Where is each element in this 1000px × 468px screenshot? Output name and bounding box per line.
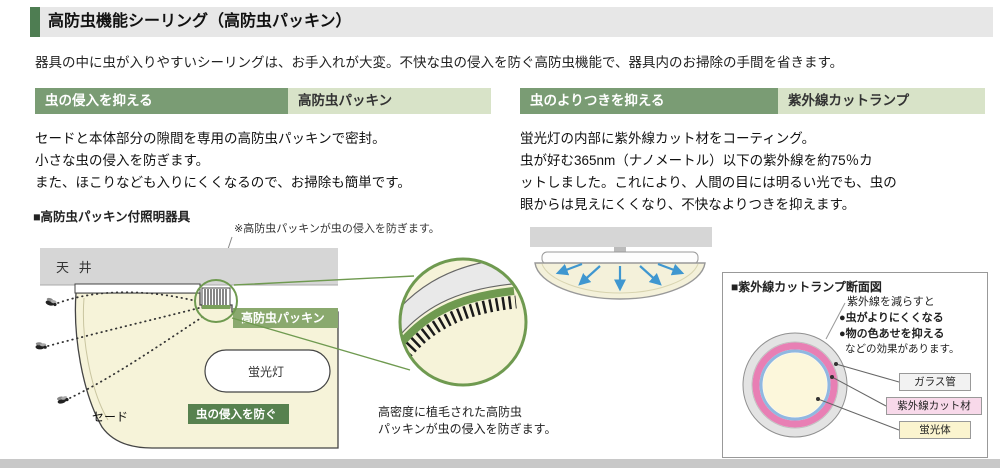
packing-highlight-circle [194, 279, 238, 323]
dome-inner-rim [541, 263, 699, 294]
zoom-tangent-lines [231, 275, 415, 371]
effect-footer: などの効果があります。 [845, 343, 960, 355]
light-arrow [657, 262, 685, 276]
title-accent-square [30, 7, 40, 37]
body-line: 蛍光灯の内部に紫外線カット材をコーティング。 [520, 131, 816, 146]
body-line: セードと本体部分の隙間を専用の高防虫パッキンで密封。 [35, 131, 386, 146]
packing-comb-teeth [204, 289, 227, 307]
packing-base-strip [202, 305, 230, 309]
light-arrow [578, 265, 601, 286]
cross-section-box: ■紫外線カットランプ断面図 紫外線を減らすと ●虫がよりにくくなる ●物の色あせ… [722, 272, 988, 458]
leader-dot [830, 375, 834, 379]
leader-line [835, 363, 900, 383]
effect-item: ●物の色あせを抑える [839, 328, 945, 340]
prevent-label: 虫の侵入を防ぐ [196, 407, 277, 421]
left-section-subtag: 高防虫パッキン [288, 88, 491, 114]
part-label-uv: 紫外線カット材 [886, 397, 982, 415]
zoom-caption-line: 高密度に植毛された高防虫 [378, 405, 523, 419]
leader-line [817, 398, 900, 431]
shade-inner-line [82, 297, 109, 421]
right-section-subtag: 紫外線カットランプ [778, 88, 985, 114]
zoom-circle [398, 257, 528, 387]
leader-dot [816, 397, 820, 401]
fly-icon [35, 342, 47, 350]
uv-ring [752, 342, 838, 428]
tube-diagram [742, 302, 900, 438]
leader-line [831, 376, 887, 407]
packing-note: ※高防虫パッキンが虫の侵入を防ぎます。 [234, 223, 440, 235]
fly-icon [45, 297, 58, 308]
body-line: ットしました。これにより、人間の目には明るい光でも、虫の [520, 175, 897, 190]
ceiling-label: 天 井 [56, 260, 95, 275]
bottom-strip [0, 459, 1000, 468]
body-line: 眼からは見えにくくなり、不快なよりつきを抑えます。 [520, 197, 856, 212]
body-line: また、ほこりなども入りにくくなるので、お掃除も簡単です。 [35, 175, 411, 190]
ceiling [40, 248, 338, 285]
dome-mount [614, 247, 626, 253]
packing-label-bg [233, 308, 338, 328]
light-arrow [639, 265, 662, 286]
lamp-capsule [204, 349, 331, 393]
leader-dot [834, 362, 838, 366]
part-label-phosphor: 蛍光体 [899, 421, 971, 439]
effect-heading: 紫外線を減らすと [847, 296, 935, 308]
right-body-text: 蛍光灯の内部に紫外線カット材をコーティング。 虫が好む365nm（ナノメートル）… [520, 128, 990, 216]
part-label-glass: ガラス管 [899, 373, 971, 391]
zoom-caption: 高密度に植毛された高防虫 パッキンが虫の侵入を防ぎます。 [378, 404, 556, 438]
dome-fixture [541, 251, 699, 265]
fly-trail [47, 307, 200, 347]
effect-item: ●虫がよりにくくなる [839, 312, 944, 324]
left-diagram-title: ■高防虫パッキン付照明器具 [33, 210, 191, 224]
packing-label: 高防虫パッキン [241, 310, 325, 325]
cross-section-title: ■紫外線カットランプ断面図 [731, 280, 882, 294]
dome-ceiling [530, 227, 712, 247]
intro-text: 器具の中に虫が入りやすいシーリングは、お手入れが大変。不快な虫の侵入を防ぐ高防虫… [35, 55, 844, 70]
lamp-label: 蛍光灯 [248, 365, 284, 379]
fly-trail [69, 315, 205, 399]
fly-icon [56, 394, 70, 405]
left-section-tag: 虫の侵入を抑える [35, 88, 288, 114]
title-bar: 高防虫機能シーリング（高防虫パッキン） [30, 7, 993, 37]
fly-trail [57, 291, 197, 304]
fixture-diagram: 天 井 蛍光灯 高防虫パッキン 虫の侵入を防ぐ セード [35, 236, 528, 449]
phosphor-ring [759, 349, 831, 421]
part-leader-lines [817, 363, 900, 431]
light-arrows [555, 262, 685, 292]
light-arrow [555, 262, 583, 276]
right-section-tag: 虫のよりつきを抑える [520, 88, 778, 114]
prevent-label-bg [188, 404, 289, 424]
dome-diagram [530, 227, 712, 300]
body-line: 虫が好む365nm（ナノメートル）以下の紫外線を約75％カ [520, 153, 873, 168]
note-leader-line [825, 302, 846, 340]
shade-label: セード [92, 410, 128, 424]
page-title: 高防虫機能シーリング（高防虫パッキン） [40, 7, 993, 37]
left-body-text: セードと本体部分の隙間を専用の高防虫パッキンで密封。 小さな虫の侵入を防ぎます。… [35, 128, 495, 194]
zoom-caption-line: パッキンが虫の侵入を防ぎます。 [378, 422, 557, 436]
body-line: 小さな虫の侵入を防ぎます。 [35, 153, 210, 168]
phosphor-core [763, 353, 827, 417]
